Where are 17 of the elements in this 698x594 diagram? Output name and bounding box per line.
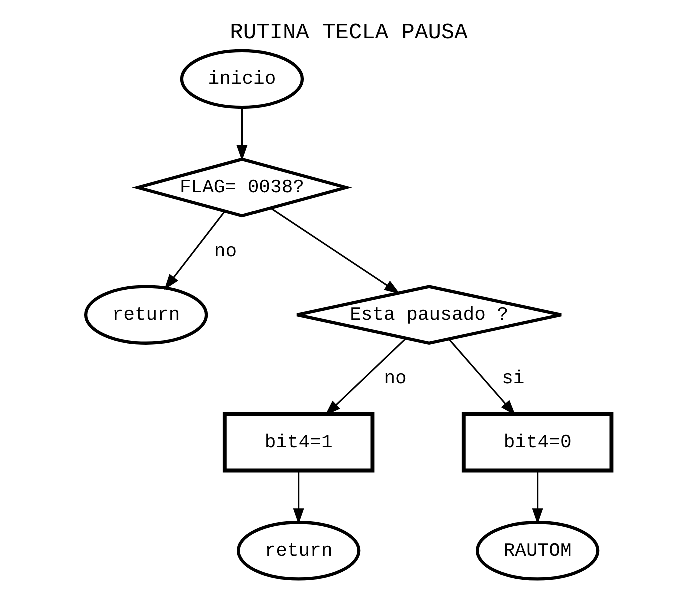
arrow <box>532 471 544 524</box>
node-ellipse: return <box>84 285 208 345</box>
edge-label: si <box>502 368 525 390</box>
arrow <box>236 108 248 162</box>
node-ellipse: inicio <box>180 49 304 110</box>
node-diamond: Esta pausado ? <box>296 285 563 345</box>
node-diamond: FLAG= 0038? <box>132 158 352 218</box>
edge-label: no <box>214 240 238 262</box>
node-box: bit4=1 <box>222 412 375 473</box>
arrow <box>164 211 226 290</box>
node-ellipse: return <box>236 521 361 581</box>
arrow <box>270 208 400 294</box>
diagram-title: RUTINA TECLA PAUSA <box>230 20 468 46</box>
edge-label: no <box>384 368 407 390</box>
node-box: bit4=0 <box>462 412 614 473</box>
arrow <box>293 471 304 524</box>
node-ellipse: RAUTOM <box>476 521 600 581</box>
